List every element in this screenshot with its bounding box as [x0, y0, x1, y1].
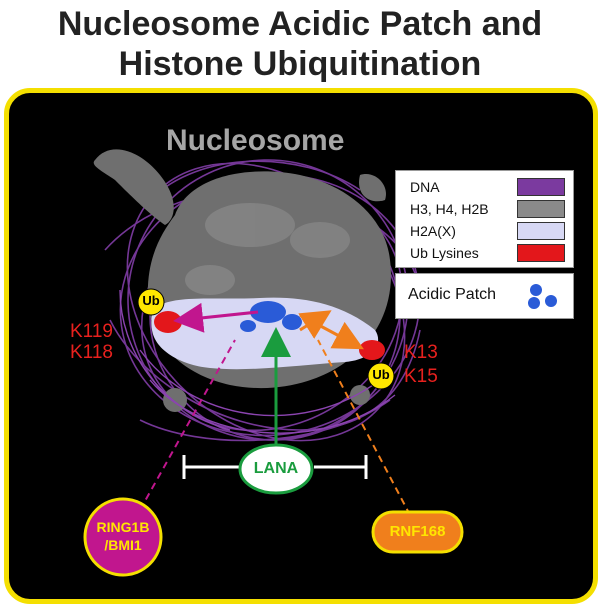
- ring1b-label-line2: /BMI1: [104, 537, 142, 553]
- lysine-k118: K118: [70, 342, 113, 363]
- lana-oval: [238, 443, 314, 495]
- title-line-2: Histone Ubiquitination: [118, 45, 482, 83]
- arrow-to-k119: [173, 302, 259, 333]
- acidic-patch-key: Acidic Patch: [395, 273, 574, 319]
- legend: DNA H3, H4, H2B H2A(X) Ub Lysines: [395, 170, 574, 268]
- legend-swatch-h2a: [517, 222, 565, 240]
- rnf168-box: [371, 510, 464, 554]
- acidic-patch-dots-icon: [528, 284, 557, 309]
- acidic-patch-on-nucleosome: [240, 301, 302, 332]
- ub-circle-left: [137, 288, 165, 316]
- ring1b-circle: [83, 497, 163, 577]
- lysine-k15: K15: [404, 366, 438, 387]
- legend-label-dna: DNA: [410, 179, 440, 195]
- lysine-k119: K119: [70, 321, 113, 342]
- ring1b-label-line1: RING1B: [96, 519, 150, 535]
- legend-label-h3h4h2b: H3, H4, H2B: [410, 201, 489, 217]
- ub-lysine-left: [154, 311, 182, 333]
- legend-swatch-h3h4h2b: [517, 200, 565, 218]
- lana-label: LANA: [253, 460, 299, 477]
- legend-swatch-ub-lysines: [517, 244, 565, 262]
- inhibition-right: [314, 455, 368, 479]
- rnf168-dashed-link: [317, 339, 411, 516]
- legend-swatch-dna: [517, 178, 565, 196]
- rnf168-label: RNF168: [389, 523, 446, 540]
- ring1b-label: RING1B /BMI1: [85, 518, 161, 554]
- ub-lysine-right: [359, 340, 385, 360]
- legend-label-ub-lysines: Ub Lysines: [410, 245, 479, 261]
- legend-label-h2a: H2A(X): [410, 223, 456, 239]
- ub-circle-right: [367, 362, 395, 390]
- title-line-1: Nucleosome Acidic Patch and: [57, 5, 543, 43]
- lysine-k13: K13: [404, 342, 438, 363]
- ub-label-left: Ub: [142, 293, 160, 308]
- nucleosome-label: Nucleosome: [166, 124, 345, 157]
- acidic-patch-label: Acidic Patch: [408, 286, 497, 303]
- ring1b-dashed-link: [139, 339, 236, 511]
- ub-label-right: Ub: [372, 367, 390, 382]
- inhibition-left: [182, 455, 240, 479]
